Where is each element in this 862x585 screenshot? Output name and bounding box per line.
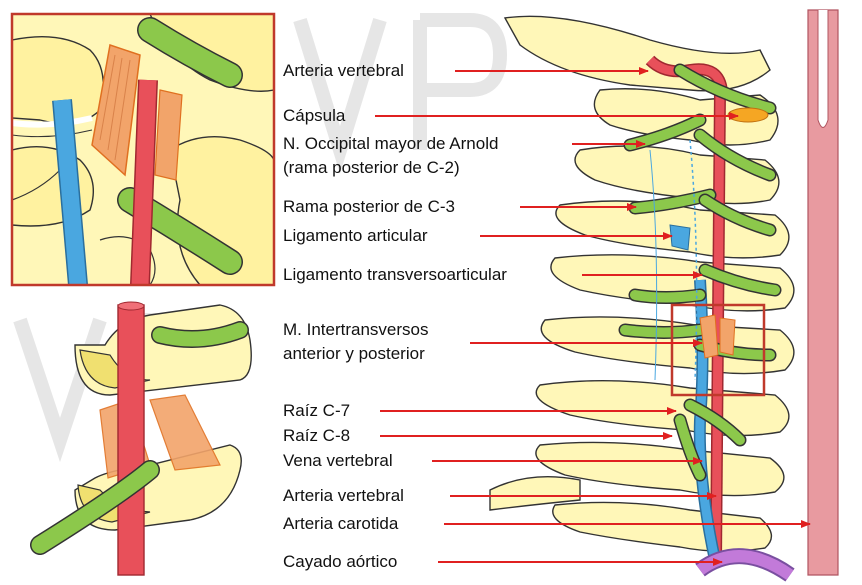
inset-detail-bottom: [30, 301, 252, 576]
label-capsula: Cápsula: [283, 106, 346, 125]
inset-detail-top: [11, 13, 275, 286]
label-m-intertransversos-line1: M. Intertransversos: [283, 320, 429, 339]
label-raiz-c7: Raíz C-7: [283, 401, 351, 420]
label-arteria-carotida: Arteria carotida: [283, 514, 399, 533]
label-vena-vertebral: Vena vertebral: [283, 451, 393, 470]
cervical-spine: [489, 9, 839, 582]
label-n-occipital-line1: N. Occipital mayor de Arnold: [283, 134, 499, 153]
label-arrows: [375, 67, 811, 566]
label-arteria-vertebral-bottom: Arteria vertebral: [283, 486, 404, 505]
inset-frame: [10, 12, 276, 287]
label-ligamento-articular: Ligamento articular: [283, 226, 428, 245]
label-cayado-aortico: Cayado aórtico: [283, 552, 398, 571]
label-m-intertransversos-line2: anterior y posterior: [283, 344, 425, 363]
label-arteria-vertebral-top: Arteria vertebral: [283, 61, 404, 80]
label-n-occipital-line2: (rama posterior de C-2): [283, 158, 460, 177]
label-rama-posterior-c3: Rama posterior de C-3: [283, 197, 455, 216]
label-raiz-c8: Raíz C-8: [283, 426, 351, 445]
label-ligamento-transversoarticular: Ligamento transversoarticular: [283, 265, 507, 284]
